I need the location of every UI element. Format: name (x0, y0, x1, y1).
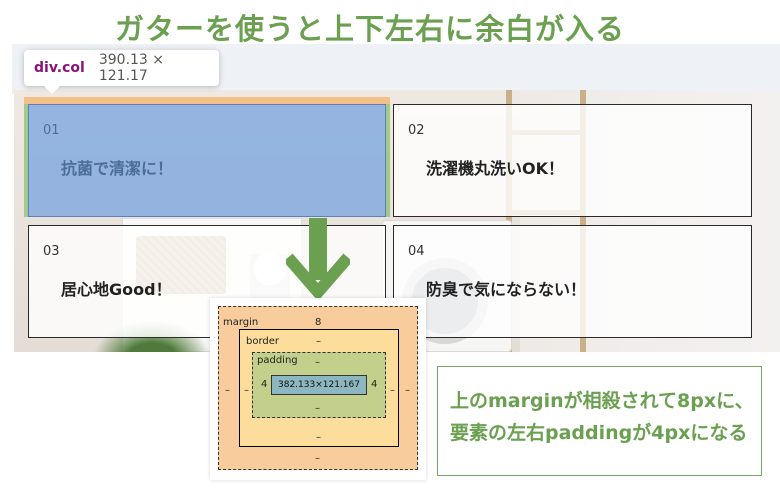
grid-col-04[interactable]: 04 防臭で気にならない！ (393, 225, 752, 338)
margin-left-value: – (225, 385, 230, 396)
border-bottom-value: – (316, 432, 321, 443)
box-model-padding: padding – 4 4 – 382.133×121.167 (252, 352, 386, 418)
border-right-value: – (390, 385, 395, 396)
padding-bottom-value: – (315, 403, 320, 414)
tooltip-dimensions: 390.13 × 121.17 (98, 52, 165, 84)
box-model-margin: margin 8 – – – border – – – – padding – … (218, 306, 418, 470)
caption-box: 上のmarginが相殺されて8pxに、 要素の左右paddingが4pxになる (437, 366, 762, 476)
padding-highlight-right (386, 104, 390, 217)
caption-line-1: 上のmarginが相殺されて8pxに、 (450, 390, 754, 412)
caption-line-2: 要素の左右paddingが4pxになる (450, 422, 748, 444)
border-top-value: – (316, 336, 321, 347)
border-left-value: – (244, 385, 249, 396)
margin-top-value: 8 (315, 317, 322, 328)
col-text: 抗菌で清潔に！ (61, 159, 174, 178)
grid-col-02[interactable]: 02 洗濯機丸洗いOK！ (393, 104, 752, 217)
padding-left-value: 4 (261, 379, 268, 390)
box-model-diagram: margin 8 – – – border – – – – padding – … (210, 298, 426, 480)
col-text: 洗濯機丸洗いOK！ (426, 159, 565, 178)
padding-label: padding (257, 355, 298, 366)
box-model-border: border – – – – padding – 4 4 – 382.133×1… (239, 329, 399, 447)
col-number: 01 (43, 123, 60, 138)
col-text: 防臭で気にならない！ (426, 280, 587, 299)
margin-bottom-value: – (315, 453, 320, 464)
element-inspector-tooltip: div.col 390.13 × 121.17 (24, 50, 219, 94)
tooltip-selector: div.col (34, 60, 85, 76)
col-number: 04 (408, 244, 425, 259)
col-text: 居心地Good！ (61, 280, 172, 299)
padding-right-value: 4 (371, 379, 378, 390)
margin-label: margin (223, 317, 259, 328)
margin-right-value: – (405, 385, 410, 396)
grid-col-01[interactable]: 01 抗菌で清潔に！ (28, 104, 386, 217)
page-headline: ガターを使うと上下左右に余白が入る (114, 12, 625, 46)
padding-highlight-left (24, 104, 28, 217)
arrow-down-icon (286, 218, 350, 302)
border-label: border (246, 336, 280, 347)
col-number: 02 (408, 123, 425, 138)
col-number: 03 (43, 244, 60, 259)
box-model-content: 382.133×121.167 (271, 375, 367, 395)
margin-highlight (24, 97, 390, 104)
padding-top-value: – (315, 357, 320, 368)
